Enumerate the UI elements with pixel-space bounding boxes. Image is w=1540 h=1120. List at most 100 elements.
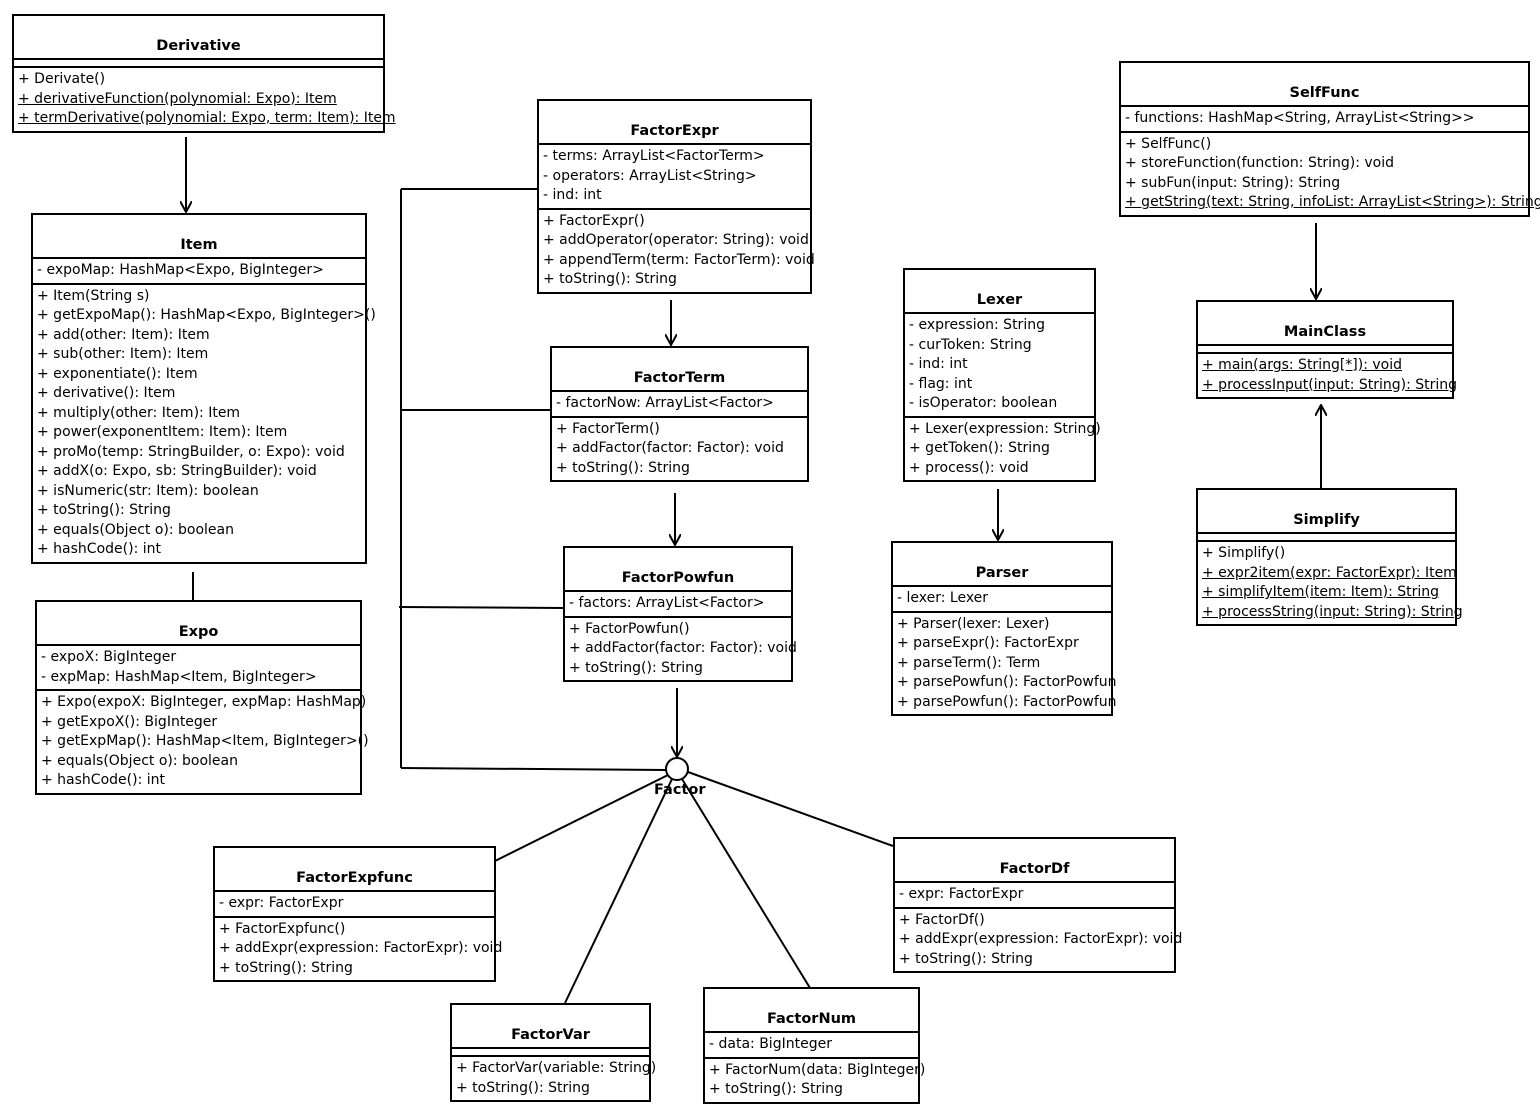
attribute-row: - curToken: String <box>909 336 1032 353</box>
methods-section: + Simplify() + expr2item(expr: FactorExpr… <box>1198 542 1463 624</box>
class-selffunc[interactable]: SelfFunc - functions: HashMap<String, Arr… <box>1119 61 1540 217</box>
method-row: + FactorDf() <box>899 911 985 928</box>
method-row: + parseTerm(): Term <box>897 654 1041 671</box>
attribute-row: - expression: String <box>909 317 1045 333</box>
method-row: + getExpMap(): HashMap<Item, BigInteger>… <box>41 733 369 749</box>
method-row: + toString(): String <box>456 1079 590 1096</box>
method-row: + subFun(input: String): String <box>1125 174 1341 191</box>
class-name: Item <box>33 215 365 259</box>
class-name: Derivative <box>14 16 383 60</box>
methods-section: + FactorVar(variable: String) + toString(… <box>452 1057 657 1100</box>
attributes-section: - factorNow: ArrayList<Factor> <box>552 392 807 418</box>
class-derivative[interactable]: Derivative + Derivate()+ derivativeFuncti… <box>12 14 396 133</box>
method-row: + toString(): String <box>556 459 690 476</box>
method-row: + derivativeFunction(polynomial: Expo): … <box>18 90 337 107</box>
method-row: + main(args: String[*]): void <box>1202 357 1403 373</box>
method-row: + Parser(lexer: Lexer) <box>897 615 1050 632</box>
methods-section: + Expo(expoX: BigInteger, expMap: HashMa… <box>37 691 369 793</box>
class-factorexpfunc[interactable]: FactorExpfunc- expr: FactorExpr+ FactorE… <box>213 846 502 982</box>
method-row: + parsePowfun(): FactorPowfun <box>897 693 1117 710</box>
class-item[interactable]: Item - expoMap: HashMap<Expo, BigInteger>… <box>31 213 376 564</box>
methods-section: + FactorExpfunc()+ addExpr(expression: F… <box>215 918 502 981</box>
class-factorexpr[interactable]: FactorExpr- terms: ArrayList<FactorTerm>… <box>537 99 815 294</box>
realization-factornum <box>681 778 811 989</box>
method-row: + processString(input: String): String <box>1202 603 1463 620</box>
method-row: + Simplify() <box>1202 545 1286 561</box>
class-name: FactorVar <box>452 1005 649 1049</box>
class-factorterm[interactable]: FactorTerm- factorNow: ArrayList<Factor>… <box>550 346 809 482</box>
attributes-section: - lexer: Lexer <box>893 587 1111 613</box>
method-row: + FactorVar(variable: String) <box>456 1060 657 1076</box>
method-row: + hashCode(): int <box>37 541 161 557</box>
class-name: MainClass <box>1198 302 1452 346</box>
method-row: + add(other: Item): Item <box>37 326 210 343</box>
class-factordf[interactable]: FactorDf- expr: FactorExpr+ FactorDf()+ … <box>893 837 1182 973</box>
attributes-section: - factors: ArrayList<Factor> <box>565 592 791 618</box>
method-row: + toString(): String <box>899 950 1033 967</box>
method-row: + isNumeric(str: Item): boolean <box>37 482 259 499</box>
methods-section: + Derivate()+ derivativeFunction(polynom… <box>14 68 396 131</box>
method-row: + derivative(): Item <box>37 385 176 401</box>
method-row: + Expo(expoX: BigInteger, expMap: HashMa… <box>41 694 367 710</box>
realization-factorvar <box>564 778 673 1004</box>
method-row: + Lexer(expression: String) <box>909 420 1101 437</box>
methods-section: + FactorExpr()+ addOperator(operator: St… <box>539 210 815 292</box>
class-name: FactorPowfun <box>565 548 791 592</box>
realization-factordf <box>687 771 894 847</box>
class-name: Simplify <box>1198 490 1455 534</box>
method-row: + FactorNum(data: BigInteger) <box>709 1061 926 1078</box>
methods-section: + FactorDf()+ addExpr(expression: Factor… <box>895 909 1182 972</box>
class-expo[interactable]: Expo- expoX: BigInteger- expMap: HashMap… <box>35 600 369 795</box>
attribute-row: - flag: int <box>909 375 973 392</box>
method-row: + hashCode(): int <box>41 772 165 788</box>
class-parser[interactable]: Parser- lexer: Lexer+ Parser(lexer: Lexe… <box>891 541 1117 716</box>
method-row: + simplifyItem(item: Item): String <box>1202 584 1440 600</box>
attribute-row: - expMap: HashMap<Item, BigInteger> <box>41 668 317 685</box>
class-name: FactorDf <box>895 839 1174 883</box>
attributes-section: - expression: String - curToken: String - … <box>905 314 1094 418</box>
methods-section: + Item(String s)+ getExpoMap(): HashMap<… <box>33 285 376 562</box>
attributes-section: - expoX: BigInteger - expMap: HashMap<Ite… <box>37 646 360 691</box>
attribute-row: - expoX: BigInteger <box>41 649 177 665</box>
attribute-row: - lexer: Lexer <box>897 590 989 606</box>
methods-section: + Lexer(expression: String) + getToken():… <box>905 418 1101 481</box>
method-row: + equals(Object o): boolean <box>41 752 238 769</box>
class-factorpowfun[interactable]: FactorPowfun- factors: ArrayList<Factor>… <box>563 546 797 682</box>
attributes-section: - expr: FactorExpr <box>215 892 494 918</box>
class-name: FactorExpfunc <box>215 848 494 892</box>
class-name: Lexer <box>905 270 1094 314</box>
class-mainclass[interactable]: MainClass+ main(args: String[*]): void+ … <box>1196 300 1457 399</box>
attribute-row: - functions: HashMap<String, ArrayList<S… <box>1125 110 1475 126</box>
method-row: + storeFunction(function: String): void <box>1125 155 1394 171</box>
class-name: SelfFunc <box>1121 63 1528 107</box>
realization-factorexpfunc <box>494 774 669 862</box>
attributes-section: - expr: FactorExpr <box>895 883 1174 909</box>
attribute-row: - expoMap: HashMap<Expo, BigInteger> <box>37 262 324 278</box>
method-row: + getString(text: String, infoList: Arra… <box>1125 194 1540 210</box>
class-simplify[interactable]: Simplify + Simplify() + expr2item(expr: Fa… <box>1196 488 1463 626</box>
method-row: + expr2item(expr: FactorExpr): Item <box>1202 564 1457 581</box>
attributes-section: - functions: HashMap<String, ArrayList<S… <box>1121 107 1528 133</box>
method-row: + getExpoMap(): HashMap<Expo, BigInteger… <box>37 307 376 323</box>
attribute-row: - factorNow: ArrayList<Factor> <box>556 395 774 411</box>
attribute-row: - isOperator: boolean <box>909 395 1058 411</box>
method-row: + getExpoX(): BigInteger <box>41 713 218 730</box>
method-row: + toString(): String <box>37 502 171 518</box>
attributes-section <box>452 1049 649 1057</box>
class-factornum[interactable]: FactorNum- data: BigInteger+ FactorNum(d… <box>703 987 926 1104</box>
method-row: + proMo(temp: StringBuilder, o: Expo): v… <box>37 443 345 460</box>
class-lexer[interactable]: Lexer - expression: String - curToken: Str… <box>903 268 1101 482</box>
class-factorvar[interactable]: FactorVar+ FactorVar(variable: String)+ … <box>450 1003 657 1102</box>
method-row: + toString(): String <box>543 271 677 287</box>
method-row: + getToken(): String <box>909 440 1050 456</box>
methods-section: + Parser(lexer: Lexer)+ parseExpr(): Fac… <box>893 613 1117 715</box>
attributes-section: - expoMap: HashMap<Expo, BigInteger> <box>33 259 365 285</box>
attributes-section: - data: BigInteger <box>705 1033 918 1059</box>
factor-interface-circle <box>665 757 689 781</box>
method-row: + multiply(other: Item): Item <box>37 404 241 421</box>
attributes-section <box>1198 534 1455 542</box>
method-row: + power(exponentItem: Item): Item <box>37 424 288 440</box>
class-name: FactorExpr <box>539 101 810 145</box>
methods-section: + SelfFunc()+ storeFunction(function: St… <box>1121 133 1540 215</box>
method-row: + FactorPowfun() <box>569 620 690 637</box>
